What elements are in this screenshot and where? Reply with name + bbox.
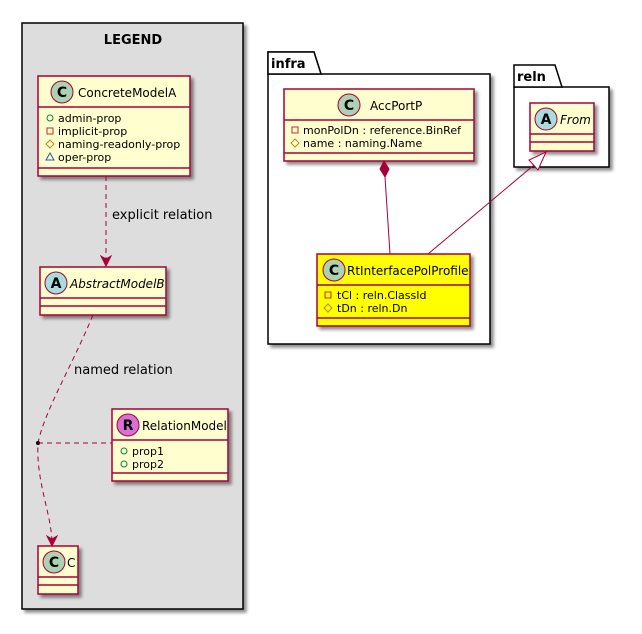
arrow-head-icon [99,254,113,268]
relation-r-badge-icon [116,413,140,437]
badge-letter: R [123,418,134,434]
named-relation-arrow: named relation [36,314,173,548]
protected-icon [45,139,55,149]
class-name: AbstractModelB [69,277,165,291]
protected-icon [323,303,333,313]
badge-letter: C [57,85,67,101]
class-c-badge-icon [50,80,74,104]
private-icon [46,127,54,135]
badge-letter: A [541,112,552,128]
class-c-badge-icon [42,550,66,574]
composition-diamond-icon [379,159,390,179]
arrow-head-icon [45,534,59,548]
property: admin-prop [58,112,121,125]
property: monPolDn : reference.BinRef [303,124,462,137]
class-c-badge-icon [337,93,361,117]
class-relation-model[interactable]: R RelationModel prop1 prop2 [111,408,229,482]
class-concrete-model-a[interactable]: C ConcreteModelA admin-prop implicit-pro… [37,75,191,177]
property: prop1 [132,445,164,458]
badge-letter: C [329,263,339,279]
class-name: From [560,113,591,127]
class-name: AccPortP [370,99,422,113]
private-icon [324,291,332,299]
public-icon [46,114,54,122]
abstract-a-badge-icon [534,107,558,131]
property: naming-readonly-prop [58,138,180,151]
class-acc-port-p[interactable]: C AccPortP monPolDn : reference.BinRef n… [283,88,475,162]
badge-letter: C [344,98,354,114]
inheritance-triangle-icon [528,150,548,171]
property: tCl : reln.ClassId [337,289,427,302]
explicit-relation-arrow: explicit relation [99,176,212,268]
relation-label: named relation [74,363,173,378]
package-name: infra [271,57,306,72]
property: prop2 [132,458,164,471]
package-icon [45,151,55,161]
class-name: RelationModel [142,419,227,433]
public-icon [120,447,128,455]
inheritance-link [427,150,548,255]
class-name: ConcreteModelA [78,86,177,100]
class-c-badge-icon [322,258,346,282]
class-name: RtInterfacePolProfile [347,264,469,278]
relation-label: explicit relation [112,208,212,223]
private-icon [291,126,299,134]
badge-letter: C [49,555,59,571]
class-rt-interface-pol-profile[interactable]: C RtInterfacePolProfile tCl : reln.Class… [316,253,471,327]
legend-title: LEGEND [104,33,163,48]
property: tDn : reln.Dn [337,302,407,315]
protected-icon [290,138,300,148]
badge-letter: A [51,276,62,292]
class-abstract-model-b[interactable]: A AbstractModelB [39,266,167,316]
abstract-a-badge-icon [44,271,68,295]
property: name : naming.Name [303,137,423,150]
class-from[interactable]: A From [529,102,595,152]
class-name: C [67,556,75,570]
class-c[interactable]: C C [37,545,79,595]
property: implicit-prop [58,125,127,138]
composition-link [379,159,391,255]
property: oper-prop [58,151,111,164]
public-icon [120,460,128,468]
package-name: reln [517,70,546,85]
